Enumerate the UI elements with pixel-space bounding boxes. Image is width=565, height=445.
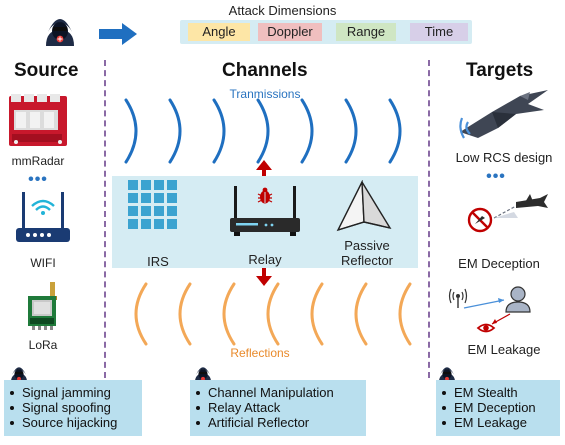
em-deception-label: EM Deception — [458, 256, 540, 271]
target-attack-item: EM Deception — [442, 400, 560, 415]
passive-reflector-label-line: Passive — [344, 238, 390, 253]
divider-right — [428, 60, 430, 378]
stealth-plane-icon — [458, 88, 550, 142]
targets-attacks-box: EM Stealth EM Deception EM Leakage — [436, 380, 560, 436]
divider-left — [104, 60, 106, 378]
channel-attack-item: Channel Manipulation — [196, 385, 366, 400]
mmradar-board-icon — [8, 92, 68, 150]
channels-title: Channels — [222, 60, 308, 81]
transmission-waves — [112, 96, 422, 166]
passive-reflector-label-line: Reflector — [340, 253, 394, 268]
target-attack-item: EM Stealth — [442, 385, 560, 400]
passive-reflector-label: Passive Reflector — [330, 238, 404, 268]
hacker-icon-targets — [436, 362, 458, 384]
lora-label: LoRa — [28, 338, 58, 352]
source-attack-item: Source hijacking — [10, 415, 142, 430]
irs-grid-icon — [128, 180, 184, 242]
target-attack-item: EM Leakage — [442, 415, 560, 430]
reflections-label: Reflections — [230, 346, 290, 360]
source-attack-item: Signal spoofing — [10, 400, 142, 415]
dimension-angle: Angle — [188, 23, 250, 41]
wifi-router-icon — [14, 190, 72, 246]
source-title: Source — [14, 60, 79, 81]
attack-arrow-icon — [98, 22, 138, 46]
attack-dimensions-bar: Angle Doppler Range Time — [180, 20, 472, 44]
low-rcs-label: Low RCS design — [455, 150, 553, 165]
source-attacks-box: Signal jamming Signal spoofing Source hi… — [4, 380, 142, 436]
em-leakage-icon — [448, 284, 532, 342]
em-deception-icon — [466, 192, 550, 238]
channel-attack-item: Artificial Reflector — [196, 415, 366, 430]
dimension-range: Range — [336, 23, 396, 41]
reflection-waves — [112, 280, 422, 348]
targets-title: Targets — [466, 60, 534, 81]
channels-attacks-box: Channel Manipulation Relay Attack Artifi… — [190, 380, 366, 436]
dimension-doppler: Doppler — [258, 23, 322, 41]
relay-router-icon — [226, 186, 304, 238]
dimension-time: Time — [410, 23, 468, 41]
attack-dimensions-title: Attack Dimensions — [228, 3, 337, 18]
source-dots: ••• — [28, 171, 48, 188]
transmissions-label: Tranmissions — [229, 87, 301, 101]
targets-dots: ••• — [486, 168, 506, 185]
arrow-up-icon — [256, 160, 272, 182]
arrow-down-icon — [256, 264, 272, 286]
em-leakage-label: EM Leakage — [467, 342, 541, 357]
passive-reflector-icon — [334, 179, 394, 238]
relay-label: Relay — [248, 252, 282, 267]
mmradar-label: mmRadar — [11, 154, 65, 168]
irs-label: IRS — [147, 254, 169, 269]
wifi-label: WIFI — [30, 256, 56, 270]
source-attack-item: Signal jamming — [10, 385, 142, 400]
hacker-icon-top — [42, 10, 78, 48]
channel-attack-item: Relay Attack — [196, 400, 366, 415]
lora-module-icon — [26, 282, 60, 330]
